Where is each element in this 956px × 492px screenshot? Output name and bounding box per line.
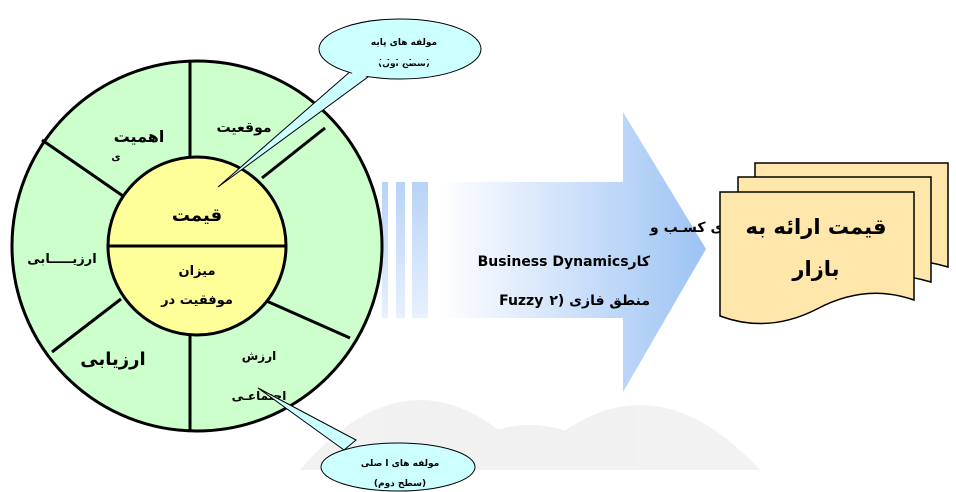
arrow-text-line2: Business Dynamicsکار [478,254,651,270]
callout-top-line2: (سطح اول) [378,59,430,69]
arrow-text-line3: Fuzzy ۲) منطق فازی [499,293,650,309]
process-arrow [382,112,706,392]
segment-label-evaluation: ارزیابی [80,349,145,370]
arrow-body [440,112,706,392]
segment-label-importance-sub: ی [111,152,120,163]
arrow-text-en: Fuzzy [499,293,543,309]
callout-bubble [320,442,476,492]
arrow-text-en: Business Dynamics [478,254,629,270]
callout-bottom-line2: (سطح دوم) [374,479,426,489]
segment-label-evaluation-left: ارزیـــــابی [27,252,96,267]
spoke [51,297,122,354]
result-document-stack: قیمت ارائه به بازار [719,162,949,325]
document-page-front [719,191,915,325]
callout-top-line1: مولفه های پایه [371,38,437,48]
arrow-stripe [396,182,405,318]
arrow-text-fa: ۲) منطق فازی [549,293,650,309]
callout-pointer [257,387,357,451]
segment-label-position: موقعیت [216,120,271,136]
hub-label-line2: موفقیت در [160,293,233,308]
segment-label-importance: اهمیت [114,127,165,146]
arrow-stripe [382,182,388,318]
callout-main-components: مولفه های ا صلی (سطح دوم) [257,387,476,492]
segment-label-social-value-line2: اجتماعـی [232,389,287,403]
component-wheel: قیمت میزان موفقیت در اهمیت ی موقعیت ارزی… [10,59,384,433]
result-title-line1: قیمت ارائه به [746,215,887,239]
callout-bubble [318,18,482,80]
callout-pointer-cover [349,69,374,80]
spoke [41,138,124,198]
hub-label-line1: میزان [179,264,216,279]
spoke [261,297,351,340]
arrow-text-fa: کار [628,254,651,270]
hub-label-price: قیمت [172,205,222,226]
arrow-stripe [412,182,428,318]
segment-label-social-value-line1: ارزش [242,349,277,363]
spoke [261,126,326,180]
result-title-line2: بازار [791,257,839,281]
callout-base-components: مولفه های پایه (سطح اول) [217,18,482,188]
callout-bottom-line1: مولفه های ا صلی [361,459,439,469]
callout-top-clip [360,60,450,64]
